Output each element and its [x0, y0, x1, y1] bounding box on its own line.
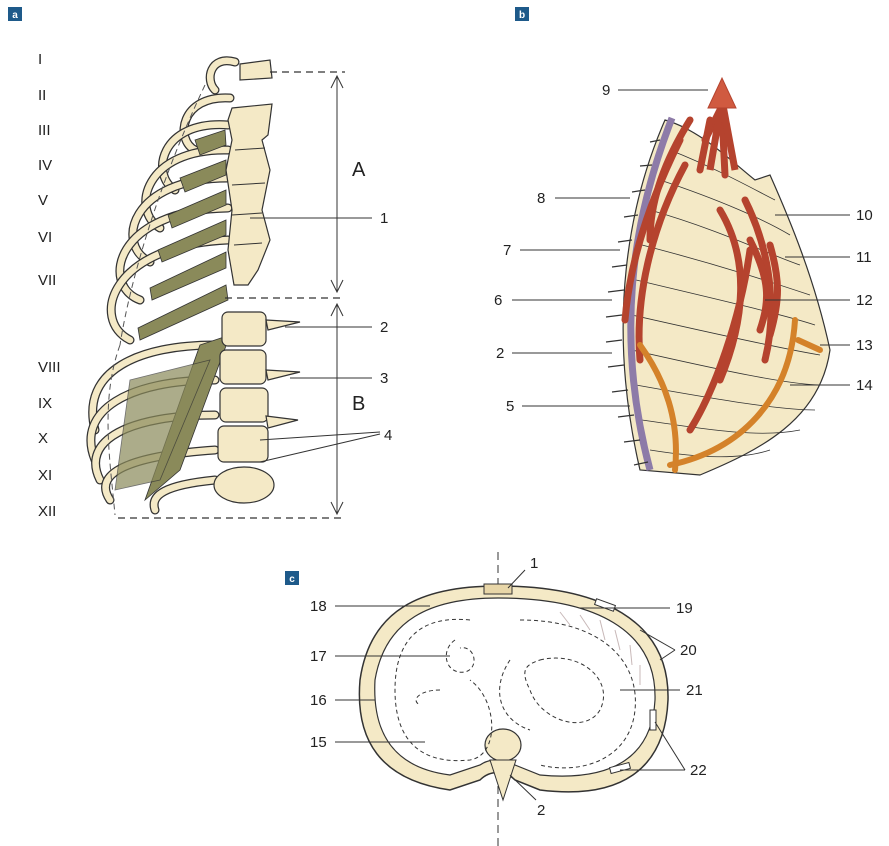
panel-c-label-19: 19 — [676, 600, 693, 617]
panel-c-label-16: 16 — [310, 692, 327, 709]
panel-a-label-4: 4 — [384, 427, 392, 444]
panel-c-label-18: 18 — [310, 598, 327, 615]
rib-label-2: II — [38, 87, 46, 104]
panel-b-label-9: 9 — [602, 82, 610, 99]
panel-b-label-10: 10 — [856, 207, 873, 224]
rib-label-12: XII — [38, 503, 56, 520]
panel-c-badge-label: c — [289, 574, 295, 585]
panel-a-label-3: 3 — [380, 370, 388, 387]
sternum-section — [484, 584, 512, 594]
panel-b-label-6: 6 — [494, 292, 502, 309]
rib-label-10: X — [38, 430, 48, 447]
panel-c-label-2: 2 — [537, 802, 545, 819]
panel-c-label-22: 22 — [690, 762, 707, 779]
rib-label-3: III — [38, 122, 51, 139]
sternum — [226, 60, 272, 285]
panel-b-label-12: 12 — [856, 292, 873, 309]
panel-a-badge-label: a — [12, 10, 18, 21]
vertebra-section — [485, 729, 521, 761]
panel-c-label-15: 15 — [310, 734, 327, 751]
region-b-label: B — [352, 393, 365, 415]
region-a-label: A — [352, 159, 366, 181]
rib-label-9: IX — [38, 395, 52, 412]
upper-ribs — [111, 61, 235, 340]
rib-label-8: VIII — [38, 359, 61, 376]
rib-label-4: IV — [38, 157, 52, 174]
rib-label-5: V — [38, 192, 48, 209]
panel-b-label-13: 13 — [856, 337, 873, 354]
panel-b-badge-label: b — [519, 10, 525, 21]
panel-c-label-21: 21 — [686, 682, 703, 699]
vertebral-column — [214, 312, 300, 503]
panel-c-label-1: 1 — [530, 555, 538, 572]
panel-b-label-8: 8 — [537, 190, 545, 207]
panel-b-label-2: 2 — [496, 345, 504, 362]
panel-a-label-2: 2 — [380, 319, 388, 336]
panel-a: a I II III IV V VI VII VIII IX X XI XII — [8, 7, 392, 520]
panel-a-label-1: 1 — [380, 210, 388, 227]
panel-c-label-20: 20 — [680, 642, 697, 659]
panel-b-label-14: 14 — [856, 377, 873, 394]
panel-b: b — [494, 7, 873, 475]
rib-label-11: XI — [38, 467, 52, 484]
rib-label-1: I — [38, 51, 42, 68]
rib-label-6: VI — [38, 229, 52, 246]
panel-c: c — [285, 552, 707, 846]
panel-b-label-11: 11 — [856, 249, 872, 266]
panel-b-label-7: 7 — [503, 242, 511, 259]
panel-c-label-17: 17 — [310, 648, 327, 665]
upward-arrow — [708, 78, 736, 108]
panel-b-label-5: 5 — [506, 398, 514, 415]
rib-label-7: VII — [38, 272, 56, 289]
